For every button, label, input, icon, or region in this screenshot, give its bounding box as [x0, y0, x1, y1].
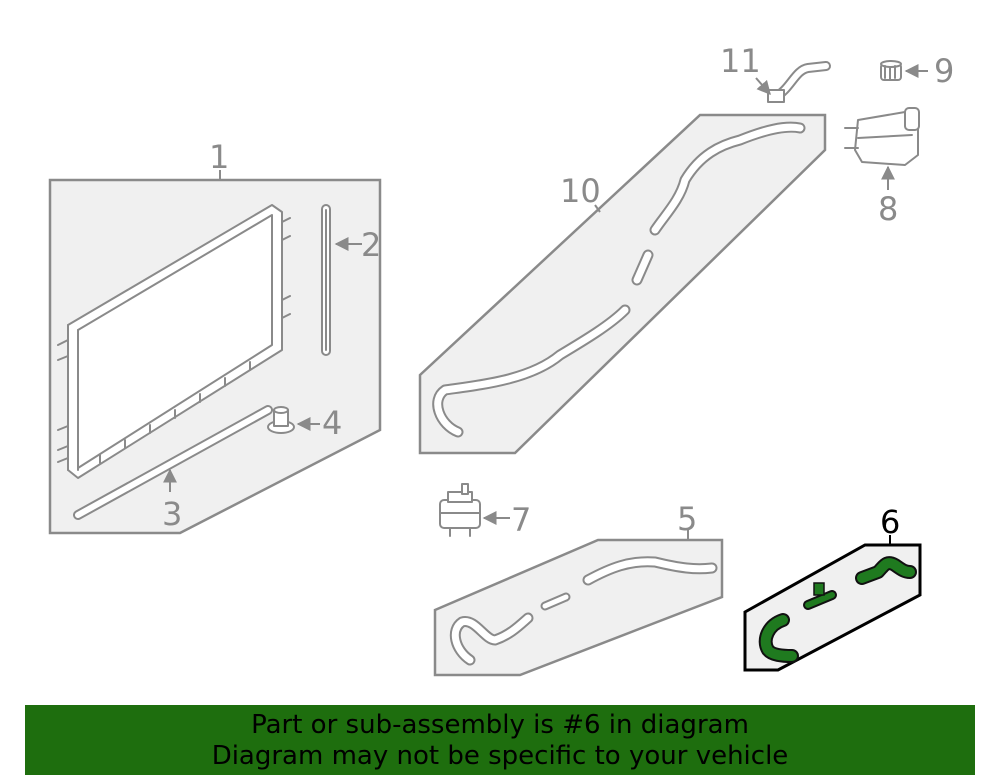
callout-1[interactable]: 1	[209, 138, 229, 176]
callout-8[interactable]: 8	[878, 190, 898, 228]
coolant-reservoir-8-group[interactable]	[844, 107, 920, 190]
mount-bushing-icon	[267, 406, 295, 434]
callout-4[interactable]: 4	[322, 404, 342, 442]
hose-panel-5	[433, 538, 724, 677]
callout-3[interactable]: 3	[162, 495, 182, 533]
callout-9[interactable]: 9	[934, 52, 954, 90]
hose-assembly-10-group[interactable]	[418, 113, 827, 455]
highlighted-hose-6-icon	[758, 556, 917, 663]
parts-diagram: 1 2 3 4 5 6 7 8 9 10 11	[48, 42, 954, 677]
callout-10[interactable]: 10	[560, 172, 601, 210]
hose-assembly-6-group[interactable]	[743, 535, 922, 672]
callout-6[interactable]: 6	[880, 503, 900, 541]
hose-panel-10	[418, 113, 827, 455]
coolant-reservoir-icon	[844, 107, 920, 166]
callout-11[interactable]: 11	[720, 42, 761, 80]
coolant-hose-10-icon	[432, 121, 806, 438]
callout-2[interactable]: 2	[361, 226, 381, 264]
bleeder-hose-11-group[interactable]	[755, 61, 831, 103]
hose-assembly-5-group[interactable]	[433, 530, 724, 677]
radiator-assembly-group[interactable]	[48, 170, 382, 535]
lower-seal-icon	[73, 405, 273, 520]
coolant-pump-icon	[439, 483, 481, 537]
reservoir-cap-icon	[880, 60, 902, 81]
banner-line-1: Part or sub-assembly is #6 in diagram	[251, 710, 749, 740]
pump-7-group[interactable]	[439, 483, 510, 537]
callout-5[interactable]: 5	[677, 500, 697, 538]
info-banner: Part or sub-assembly is #6 in diagram Di…	[25, 705, 975, 775]
callout-7[interactable]: 7	[511, 501, 531, 539]
reservoir-cap-9-group[interactable]	[880, 60, 928, 81]
radiator-icon	[57, 204, 291, 479]
banner-line-2: Diagram may not be specific to your vehi…	[211, 741, 789, 771]
bleeder-hose-icon	[767, 61, 831, 103]
seal-strip-icon	[321, 204, 331, 356]
coolant-hose-5-icon	[449, 556, 718, 666]
